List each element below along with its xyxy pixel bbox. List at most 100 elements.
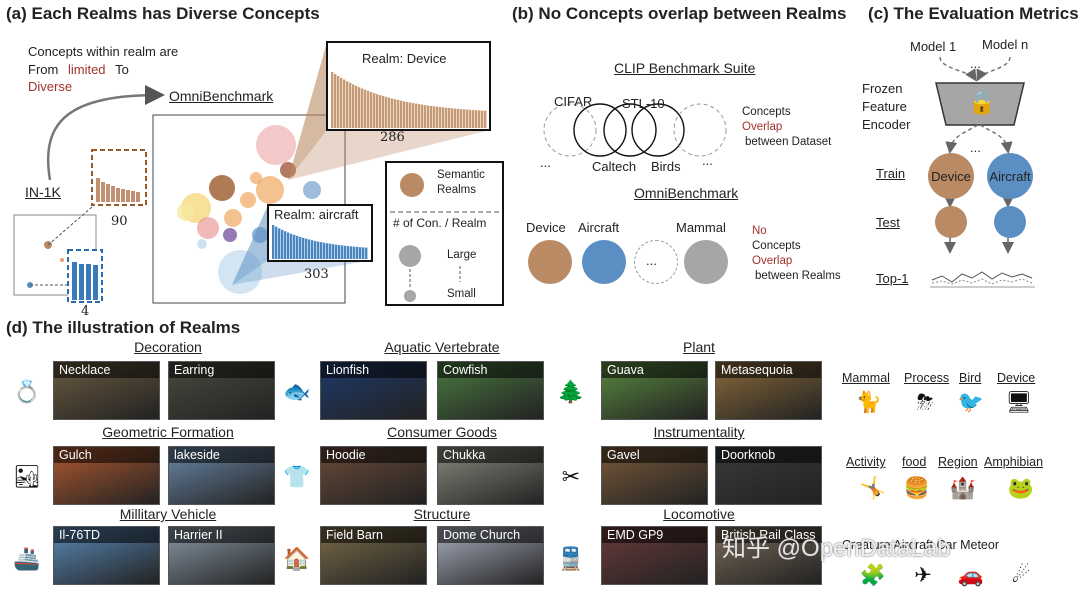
histogram-bar [347,246,350,259]
histogram-bar [338,245,341,259]
image-caption: EMD GP9 [602,527,707,543]
histogram-bar [460,109,463,128]
histogram-bar [424,105,427,128]
model-dots: ... [970,56,981,71]
food-icon: 🍔 [903,477,931,500]
people-activity-icon: 🤸 [859,477,887,500]
histogram-bar [293,234,296,259]
frozen-line3: Encoder [862,117,911,132]
histogram-bar [281,229,284,259]
no-overlap-line4: between Realms [755,270,841,282]
realm-example-image: EMD GP9 [601,526,708,585]
image-caption: Guava [602,362,707,378]
realm-device-label: Device [526,220,566,235]
train-label: Train [876,166,906,181]
train-device-circle: Device [928,153,974,199]
aircraft-zoom-title: Realm: aircraft [274,207,359,222]
realm-activity: Activity [846,455,886,469]
realm-example-image: Metasequoia [715,361,822,420]
histogram-bar [412,103,415,128]
histogram-bar [379,95,382,128]
histogram-bar [346,81,349,128]
histogram-bar [409,102,412,128]
realm-category-title: Instrumentality [653,424,745,440]
histogram-bar [344,245,347,259]
tools-icon: ✂ [561,464,581,489]
concepts-note-line1: Concepts within realm are [28,44,179,59]
histogram-bar [287,232,290,259]
histogram-bar [484,110,487,128]
realm-dots: ... [646,253,657,268]
meteor-icon: ☄ [1011,564,1031,587]
legend-semantic-realms: Semantic Realms [437,169,485,196]
histogram-bar [284,231,287,259]
histogram-bar [290,233,293,259]
panel-c-title: (c) The Evaluation Metrics [868,4,1079,23]
house-icon: 🏠 [283,546,311,571]
puzzle-creature-icon: 🧩 [859,564,887,587]
histogram-bar [391,98,394,128]
caltech-label: Caltech [592,159,637,174]
image-caption: Lionfish [321,362,426,378]
histogram-bar [445,107,448,128]
histogram-bar [466,109,469,128]
note-diverse: Diverse [28,79,73,94]
realm-category-title: Plant [683,339,715,355]
realm-mammal: Mammal [842,371,890,385]
histogram-bar [481,110,484,128]
histogram-bar [400,100,403,128]
histogram-bar [355,85,358,128]
histogram-bar [302,237,305,259]
fish-icon: 🐟 [283,379,311,404]
realm-category-title: Structure [413,506,471,522]
omnibenchmark-label: OmniBenchmark [169,88,274,104]
histogram-bar [475,110,478,128]
image-caption: Il-76TD [54,527,159,543]
histogram-bar [352,84,355,128]
panel-b-title: (b) No Concepts overlap between Realms [512,4,847,23]
realm-example-image: lakeside [168,446,275,505]
realm-example-image: Dome Church [437,526,544,585]
realm-row3-labels: Creature Aircraft Car Meteor [842,538,999,552]
eval-graphic [930,56,1035,288]
realm-example-image: British Rail Class [715,526,822,585]
realm-category-title: Aquatic Vertebrate [384,339,500,355]
clip-dots-left: ... [540,155,551,170]
histogram-bar [305,238,308,259]
image-caption: Chukka [438,447,543,463]
image-caption: Field Barn [321,527,426,543]
stl10-label: STL-10 [622,96,665,111]
histogram-bar [421,104,424,128]
clip-benchmark-label: CLIP Benchmark Suite [614,60,756,76]
frozen-encoder-label: Frozen Feature Encoder [862,80,910,134]
image-caption: Earring [169,362,274,378]
histogram-bar [343,79,346,128]
image-caption: Harrier II [169,527,274,543]
histogram-bar [353,246,356,259]
in1k-count-a: 90 [111,214,128,229]
ship-icon: 🚢 [13,546,41,571]
realm-example-image: Gavel [601,446,708,505]
car-icon: 🚗 [957,564,985,587]
histogram-bar [415,103,418,128]
dashed-realm-circle [634,240,678,284]
test-device-circle [935,206,967,238]
image-caption: Metasequoia [716,362,821,378]
train-aircraft-circle: Aircraft [987,153,1033,199]
histogram-bar [329,243,332,259]
overlap-note: Concepts Overlap between Dataset [742,105,831,150]
histogram-bar [457,108,460,128]
histogram-bar [341,245,344,259]
panel-a-graphic [13,41,504,306]
histogram-bar [272,225,275,259]
histogram-bar [376,94,379,128]
note-from: From [28,62,59,77]
realm-category-title: Millitary Vehicle [119,506,217,522]
in1k-label: IN-1K [25,184,61,200]
no-overlap-line2: Concepts [752,240,801,252]
histogram-bar [314,240,317,259]
histogram-bar [394,99,397,128]
realm-example-image: Cowfish [437,361,544,420]
histogram-bar [335,244,338,259]
no-overlap-line3: Overlap [752,255,793,267]
